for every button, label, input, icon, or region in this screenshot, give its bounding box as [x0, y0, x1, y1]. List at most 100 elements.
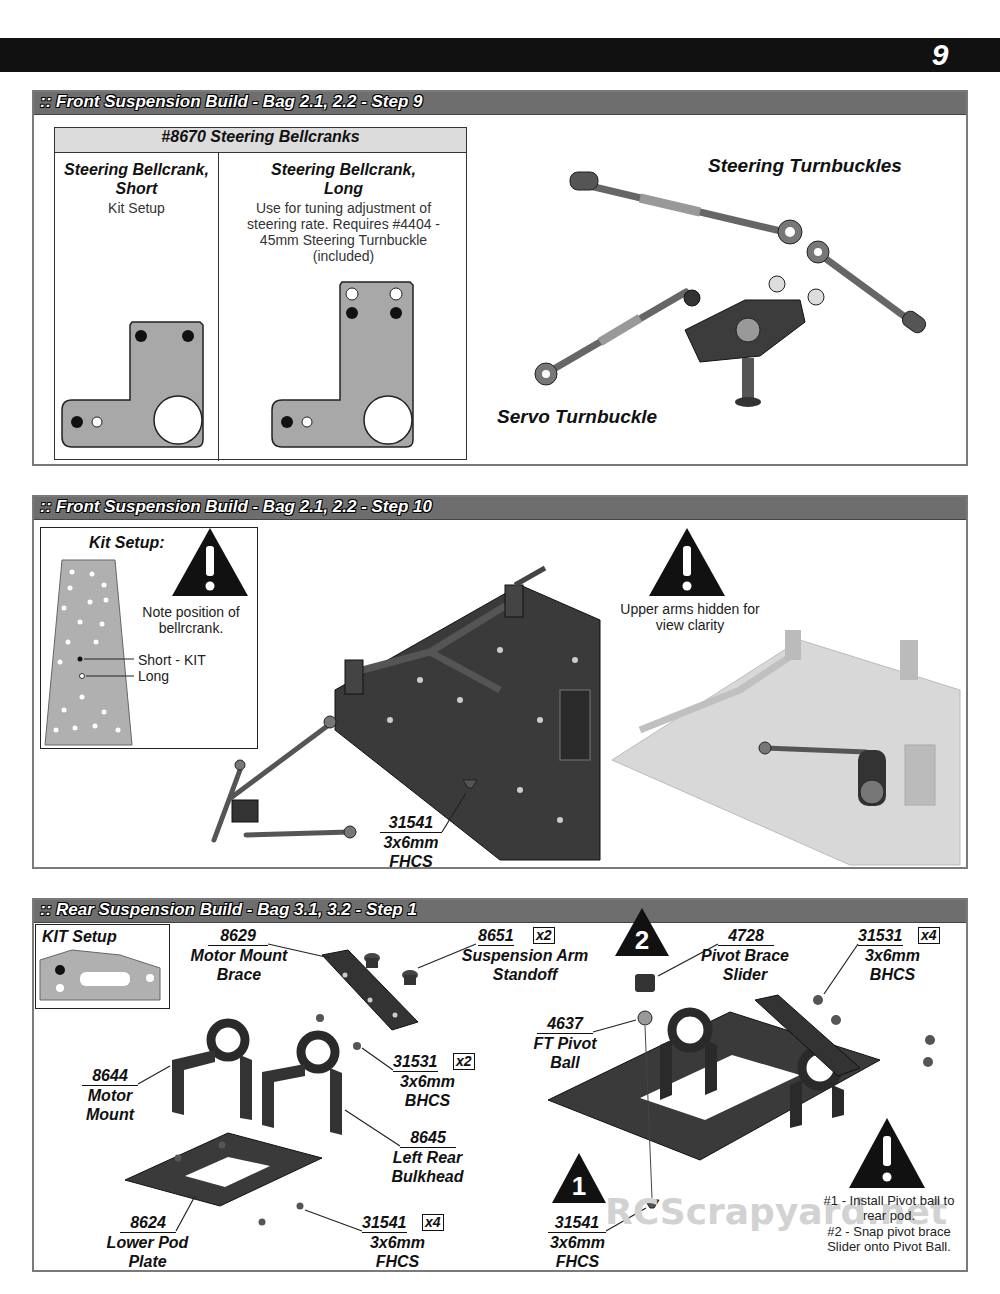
- part-number: 8629: [208, 926, 268, 946]
- kit-setup-plate-part: [78, 620, 83, 625]
- part-name: 3x6mm FHCS: [530, 1233, 625, 1271]
- warning-triangles: [172, 528, 925, 1188]
- leader-lines-part: [138, 1066, 170, 1084]
- rear-exploded-part: [353, 1042, 361, 1050]
- steering-turnbuckles-part: [822, 256, 912, 322]
- steering-turnbuckles-part: [640, 198, 700, 212]
- cell-text: Use for tuning adjustment of steering ra…: [230, 200, 458, 264]
- triangle-outline: [552, 1153, 606, 1203]
- step-number: 1: [551, 1172, 607, 1200]
- part-number: 4637: [537, 1014, 593, 1034]
- kit-setup-plate-part: [90, 572, 95, 577]
- rear-exploded-part: [259, 1219, 266, 1226]
- kit-setup-plate-part: [86, 676, 134, 677]
- kit-setup-box: Kit Setup:: [40, 527, 258, 749]
- cell-heading: Steering Bellcrank, Long: [259, 160, 429, 198]
- part-number: 8644: [82, 1066, 138, 1086]
- parts-table: #8670 Steering BellcranksSteering Bellcr…: [54, 127, 467, 460]
- rear-exploded-part: [185, 1157, 270, 1187]
- leader-lines-part: [824, 944, 858, 994]
- box-heading: KIT Setup: [42, 927, 169, 946]
- part-name: 3x6mm FHCS: [350, 1233, 445, 1271]
- steering-turnbuckles: [535, 172, 928, 407]
- part-name: 3x6mm FHCS: [370, 833, 452, 871]
- rear-exploded-part: [393, 1013, 398, 1018]
- chassis-front-part: [497, 647, 503, 653]
- steering-turnbuckles-part: [735, 397, 761, 407]
- part-name: 3x6mm BHCS: [845, 946, 940, 984]
- warning-triangles-part: [883, 1136, 891, 1166]
- kit-setup-plate-part: [84, 659, 134, 660]
- leader-lines-part: [305, 1210, 362, 1231]
- chassis-front-part: [557, 817, 563, 823]
- step-number-triangle: 2: [614, 907, 670, 957]
- callout-text: Long: [138, 668, 169, 684]
- quantity: x2: [453, 1053, 475, 1070]
- cell-heading: Steering Bellcrank, Short: [62, 160, 212, 198]
- bellcrank-short: [62, 322, 203, 447]
- callout-text: Steering Turnbuckles: [708, 155, 902, 177]
- chassis-front-part: [515, 568, 545, 585]
- kit-setup-plate-part: [54, 728, 59, 733]
- triangle-outline: [615, 908, 669, 956]
- steering-turnbuckles-part: [685, 300, 805, 362]
- rear-exploded-part: [301, 1035, 335, 1069]
- chassis-faded-part: [640, 650, 800, 730]
- quantity: x4: [918, 927, 940, 944]
- kit-setup-plate-part: [100, 622, 105, 627]
- steering-turnbuckles-part: [684, 290, 700, 306]
- chassis-front-part: [387, 717, 393, 723]
- part-number: 4728: [718, 926, 774, 946]
- bellcrank-long-part: [364, 396, 412, 444]
- chassis-faded-part: [860, 780, 884, 804]
- kit-setup-plate-part: [94, 640, 99, 645]
- chassis-front-part: [505, 585, 523, 617]
- warning-triangles-part: [206, 546, 214, 576]
- kit-setup-rear-plate-part: [146, 974, 154, 982]
- rear-exploded: [125, 950, 418, 1226]
- part-number: 31541: [362, 1213, 407, 1233]
- chassis-front-part: [417, 677, 423, 683]
- part-number: 31541: [548, 1213, 606, 1233]
- rear-exploded-part: [211, 1023, 245, 1057]
- chassis-front-part: [232, 724, 330, 797]
- table-cell: Steering Bellcrank, ShortKit Setup: [55, 152, 218, 461]
- kit-setup-plate-part: [102, 583, 107, 588]
- chassis-faded-part: [905, 745, 935, 805]
- rear-assembled-part: [705, 1040, 717, 1095]
- leader-lines-part: [176, 1196, 195, 1231]
- step-number: 2: [614, 926, 670, 954]
- steering-turnbuckles-part: [736, 318, 760, 342]
- cell-text: Kit Setup: [62, 200, 212, 216]
- quantity: x4: [422, 1214, 444, 1231]
- step-number-triangle: 1: [551, 1152, 607, 1204]
- rear-assembled-part: [831, 1015, 841, 1025]
- step-heading: :: Front Suspension Build - Bag 2.1, 2.2…: [34, 497, 966, 520]
- leader-lines-part: [362, 1048, 393, 1070]
- kit-setup-rear-plate-part: [40, 950, 160, 1000]
- rear-assembled: [548, 974, 935, 1208]
- note-text: #2 - Snap pivot brace Slider onto Pivot …: [815, 1224, 963, 1254]
- steering-turnbuckles-part: [808, 289, 824, 305]
- chassis-front-part: [430, 652, 500, 690]
- chassis-front-part: [517, 787, 523, 793]
- part-name: Lower Pod Plate: [95, 1233, 200, 1271]
- kit-setup-box: KIT Setup: [35, 924, 170, 1009]
- warning-triangles-part: [649, 528, 725, 596]
- bellcrank-long-part: [272, 282, 413, 447]
- bellcrank-long-part: [346, 307, 358, 319]
- rear-assembled-part: [645, 1026, 652, 1198]
- kit-setup-plate-part: [102, 710, 107, 715]
- bellcrank-short-part: [71, 416, 83, 428]
- rear-exploded-part: [262, 1064, 305, 1128]
- rear-assembled-part: [755, 995, 860, 1076]
- steering-turnbuckles-part: [590, 186, 785, 232]
- bellcrank-short-part: [135, 330, 147, 342]
- part-name: 3x6mm BHCS: [380, 1072, 475, 1110]
- rear-assembled-part: [672, 1012, 708, 1048]
- note-text: Note position of bellrcrank.: [132, 604, 250, 636]
- warning-triangles-part: [683, 582, 692, 591]
- rear-assembled-part: [660, 1040, 672, 1100]
- quantity: x2: [533, 927, 555, 944]
- page-bar-part: [0, 38, 1000, 72]
